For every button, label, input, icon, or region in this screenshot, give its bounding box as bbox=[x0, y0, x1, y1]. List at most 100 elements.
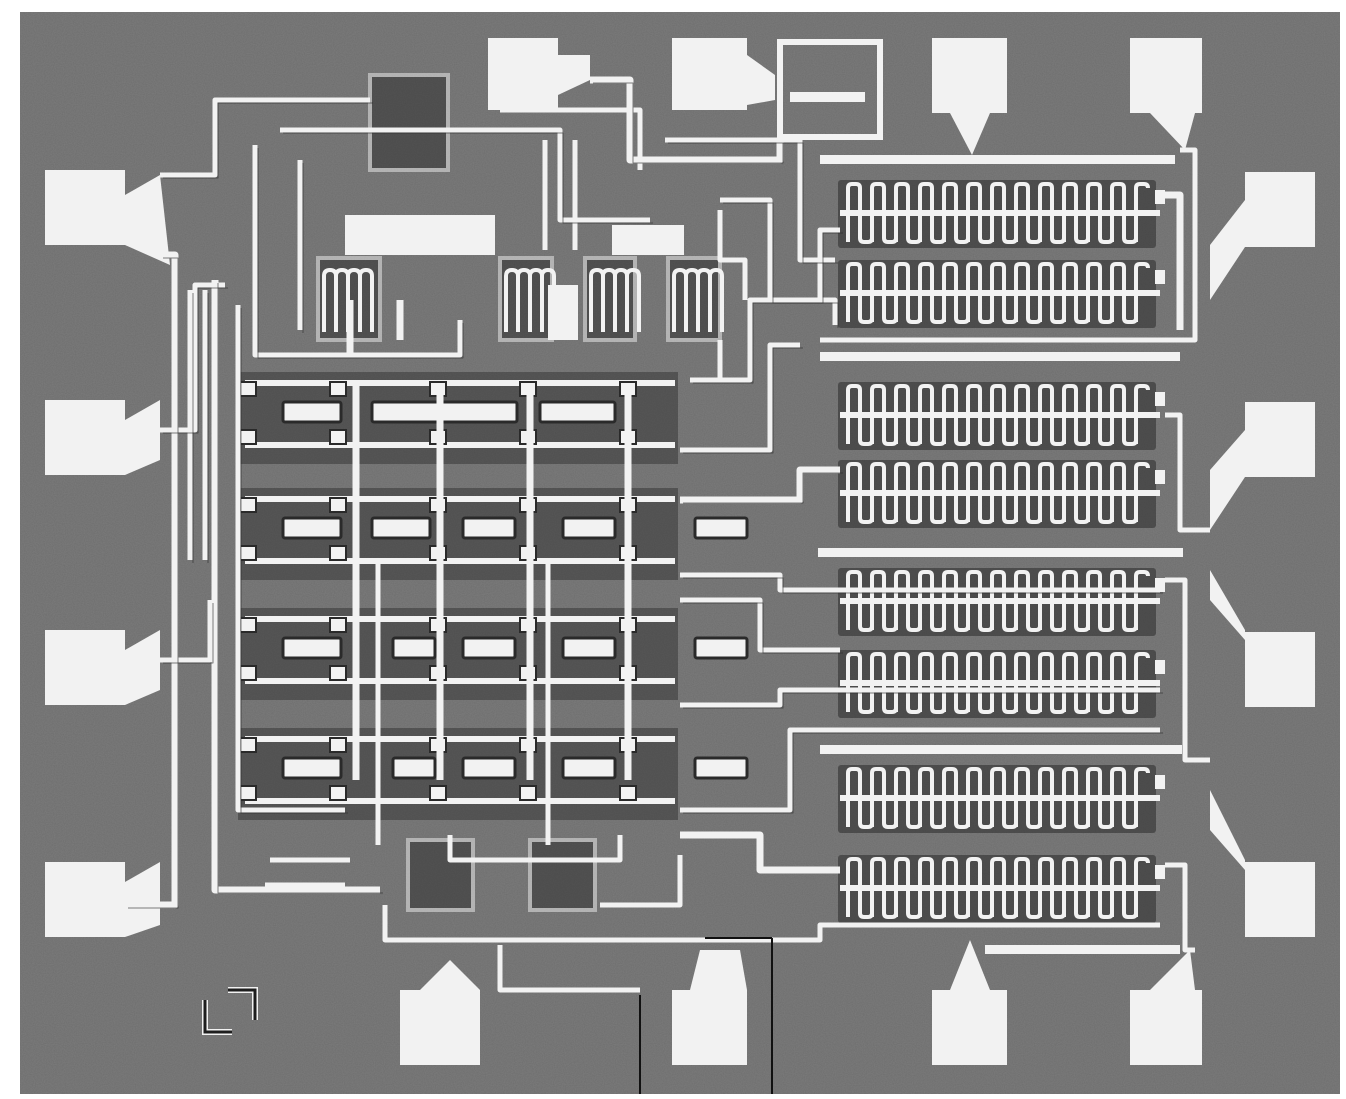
resistor-bus-4 bbox=[820, 155, 1175, 164]
transistor-row-rail-bottom-2 bbox=[245, 558, 675, 564]
bond-pad-9 bbox=[1245, 172, 1315, 247]
input-pair-metal-2 bbox=[612, 225, 684, 255]
transistor-contact-bottom-4-5 bbox=[619, 785, 637, 801]
transistor-emitter-3-4 bbox=[561, 636, 617, 660]
stage-device-6 bbox=[528, 838, 597, 912]
metal-trace-25 bbox=[820, 147, 1198, 343]
resistor-serpentine-3 bbox=[846, 384, 1150, 446]
bond-pad-neck-11 bbox=[1210, 570, 1245, 640]
transistor-contact-top-2-1 bbox=[239, 497, 257, 513]
capacitor-plate bbox=[777, 39, 883, 140]
bond-pad-3 bbox=[45, 630, 125, 705]
metal-trace-shadow-15 bbox=[683, 347, 803, 454]
resistor-contact-3 bbox=[1155, 392, 1165, 406]
metal-trace-7 bbox=[235, 305, 345, 813]
bond-pad-1 bbox=[45, 170, 125, 245]
input-device-fingers-1 bbox=[322, 267, 374, 332]
transistor-emitter-1-1 bbox=[281, 400, 343, 424]
resistor-tap-8 bbox=[840, 885, 1160, 891]
bond-pad-neck-1 bbox=[125, 175, 170, 265]
metal-trace-shadow-16 bbox=[683, 472, 843, 504]
transistor-contact-bottom-2-1 bbox=[239, 545, 257, 561]
transistor-emitter-3-1 bbox=[281, 636, 343, 660]
metal-trace-8 bbox=[252, 145, 463, 358]
metal-trace-26 bbox=[1165, 191, 1184, 330]
resistor-contact-2 bbox=[1155, 270, 1165, 284]
metal-trace-4 bbox=[160, 600, 213, 663]
metal-trace-shadow-6 bbox=[217, 283, 383, 894]
transistor-contact-bottom-4-2 bbox=[329, 785, 347, 801]
input-device-fingers-4 bbox=[672, 267, 724, 332]
transistor-row-rail-top-1 bbox=[245, 380, 675, 386]
bond-pad-11 bbox=[1245, 632, 1315, 707]
resistor-contact-1 bbox=[1155, 190, 1165, 204]
bond-pad-neck-12 bbox=[1210, 790, 1245, 870]
metal-trace-shadow-11 bbox=[593, 82, 784, 164]
transistor-contact-bottom-1-1 bbox=[239, 429, 257, 445]
stage-device-7 bbox=[368, 73, 450, 172]
bond-pad-4 bbox=[45, 862, 125, 937]
metal-trace-shadow-14 bbox=[693, 232, 843, 384]
transistor-grid bbox=[238, 39, 883, 912]
transistor-emitter-4-5 bbox=[693, 756, 749, 780]
transistor-row-rail-top-3 bbox=[245, 616, 675, 622]
metal-trace-21 bbox=[680, 831, 840, 874]
metal-trace-38 bbox=[500, 107, 643, 170]
metal-trace-shadow-1 bbox=[128, 257, 179, 909]
transistor-contact-top-1-2 bbox=[329, 381, 347, 397]
alignment-mark bbox=[202, 987, 258, 1035]
metal-trace-shadow-17 bbox=[683, 577, 1163, 594]
metal-trace-36 bbox=[352, 385, 632, 780]
resistor-contact-6 bbox=[1155, 660, 1165, 674]
input-pair-metal bbox=[345, 215, 495, 255]
bond-pad-12 bbox=[1245, 862, 1315, 937]
bond-pad-16 bbox=[1130, 990, 1202, 1065]
metal-trace-shadow-20 bbox=[683, 732, 1163, 814]
bond-pad-2 bbox=[45, 400, 125, 475]
transistor-emitter-3-3 bbox=[461, 636, 517, 660]
transistor-emitter-2-2 bbox=[370, 516, 432, 540]
transistor-contact-bottom-1-2 bbox=[329, 429, 347, 445]
metal-trace-29 bbox=[1165, 862, 1195, 953]
metal-trace-33 bbox=[717, 340, 745, 383]
metal-trace-shadow-5 bbox=[192, 293, 209, 563]
metal-trace-24 bbox=[600, 855, 683, 908]
resistor-tap-6 bbox=[840, 680, 1160, 686]
bond-pad-neck-5 bbox=[558, 55, 590, 95]
bond-pad-neck-8 bbox=[1150, 113, 1195, 150]
metal-trace-shadow-7 bbox=[240, 308, 348, 814]
bond-pad-neck-14 bbox=[690, 950, 747, 990]
metal-trace-27 bbox=[1165, 412, 1210, 533]
transistor-contact-bottom-4-3 bbox=[429, 785, 447, 801]
resistor-contact-7 bbox=[1155, 775, 1165, 789]
transistor-row-rail-top-2 bbox=[245, 496, 675, 502]
resistor-tap-5 bbox=[840, 598, 1160, 604]
resistor-tap-4 bbox=[840, 490, 1160, 496]
bond-pad-neck-2 bbox=[125, 400, 160, 475]
capacitor-finger bbox=[790, 92, 865, 102]
bond-pad-7 bbox=[932, 38, 1007, 113]
bond-pad-neck-13 bbox=[420, 960, 480, 990]
bond-pad-10 bbox=[1245, 402, 1315, 477]
resistor-serpentine-8 bbox=[846, 857, 1150, 919]
metal-trace-11 bbox=[590, 76, 784, 164]
transistor-contact-bottom-2-2 bbox=[329, 545, 347, 561]
bond-pad-13 bbox=[400, 990, 480, 1065]
transistor-contact-bottom-3-2 bbox=[329, 665, 347, 681]
metal-trace-6 bbox=[211, 280, 380, 894]
metal-trace-shadow-18 bbox=[683, 602, 843, 654]
transistor-contact-bottom-4-4 bbox=[519, 785, 537, 801]
transistor-emitter-3-5 bbox=[693, 636, 749, 660]
transistor-contact-top-2-2 bbox=[329, 497, 347, 513]
transistor-emitter-2-5 bbox=[693, 516, 749, 540]
transistor-emitter-3-2 bbox=[391, 636, 437, 660]
resistor-bus-1 bbox=[820, 352, 1180, 361]
transistor-contact-top-1-1 bbox=[239, 381, 257, 397]
transistor-emitter-4-4 bbox=[561, 756, 617, 780]
bond-pad-15 bbox=[932, 990, 1007, 1065]
bond-pad-neck-9 bbox=[1210, 200, 1245, 300]
metal-trace-18 bbox=[680, 597, 840, 653]
metal-trace-shadow-12 bbox=[668, 142, 838, 264]
resistor-contact-5 bbox=[1155, 578, 1165, 592]
